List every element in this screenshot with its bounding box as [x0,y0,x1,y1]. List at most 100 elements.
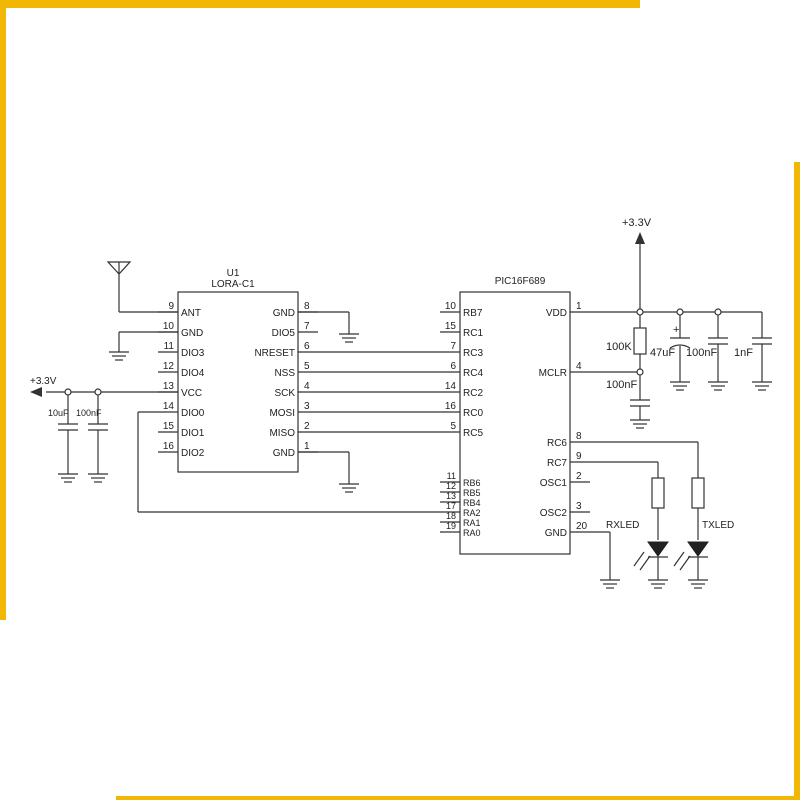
pin-number: 11 [164,341,175,352]
left-cap-2-label: 100nF [76,408,102,418]
vdd-power-net: +3.3V 100K 100nF + 47uF [590,217,772,429]
left-cap-1-label: 10uF [48,408,69,418]
pin-name: VDD [546,308,567,319]
pin-number: 8 [304,301,310,312]
pin-name: NSS [274,368,295,379]
u1-body [177,291,299,473]
pin-number: 2 [576,471,582,482]
pin-name: RB5 [463,488,481,498]
pin-number: 9 [576,451,582,462]
pin-name: RC6 [547,438,567,449]
mcu-body [459,291,571,555]
top-frame-bar [0,0,640,8]
pin-name: DIO5 [272,328,296,339]
led-outputs: RXLED TXLED [590,441,734,589]
pin-name: RC1 [463,328,483,339]
pin-number: 10 [163,321,175,332]
pin-number: 1 [304,441,310,452]
pin-number: 18 [446,511,456,521]
pin-name: MCLR [539,368,567,379]
top-power-label: +3.3V [622,217,652,229]
pin-name: VCC [181,388,202,399]
pin-name: RB7 [463,308,483,319]
pin-number: 8 [576,431,582,442]
left-power-label: +3.3V [30,376,57,387]
rxled-label: RXLED [606,520,639,531]
pin-number: 15 [163,421,175,432]
pin-name: RC0 [463,408,483,419]
pin-number: 20 [576,521,588,532]
pin-number: 16 [163,441,175,452]
pin-name: ANT [181,308,201,319]
pin-name: GND [545,528,567,539]
pin-name: SCK [274,388,295,399]
pin-number: 12 [446,481,456,491]
pin-name: MISO [269,428,295,439]
pin-name: RC7 [547,458,567,469]
pin-number: 7 [450,341,456,352]
pin-number: 3 [304,401,310,412]
pin-name: OSC2 [540,508,568,519]
left-frame-bar [0,0,6,620]
pin-number: 13 [446,491,456,501]
pin-name: DIO4 [181,368,205,379]
pin-name: RA2 [463,508,481,518]
pin-number: 5 [304,361,310,372]
pin-name: DIO3 [181,348,205,359]
pin-number: 4 [576,361,582,372]
pin-number: 6 [304,341,310,352]
decoupling-cap-3-label: 1nF [734,347,753,359]
pin-number: 2 [304,421,310,432]
pullup-resistor [633,327,647,355]
right-frame-bar [794,162,800,800]
pin-number: 7 [304,321,310,332]
pin-name: DIO2 [181,448,205,459]
txled-label: TXLED [702,520,734,531]
pic16f689-mcu: PIC16F689 10RB715RC17RC36RC414RC216RC05R… [440,276,590,555]
pin-number: 17 [446,501,456,511]
pullup-resistor-label: 100K [606,341,632,353]
pin-name: OSC1 [540,478,568,489]
pin-number: 16 [445,401,457,412]
pin-name: RC4 [463,368,483,379]
pin-name: RC3 [463,348,483,359]
txled-resistor [691,477,705,509]
u1-gnd-net [109,311,359,493]
u1-part-name: LORA-C1 [211,279,255,290]
pin-name: RB4 [463,498,481,508]
pin-number: 5 [450,421,456,432]
decoupling-cap-1-label: 47uF [650,347,675,359]
pin-name: NRESET [254,348,295,359]
pin-number: 12 [163,361,175,372]
pin-number: 1 [576,301,582,312]
pin-number: 19 [446,521,456,531]
pin-name: GND [273,308,295,319]
u1-designator: U1 [227,268,240,279]
pin-name: RA1 [463,518,481,528]
pin-number: 4 [304,381,310,392]
bottom-frame-bar [116,796,800,800]
vcc-left-net: +3.3V 10uF 100nF [30,376,178,483]
